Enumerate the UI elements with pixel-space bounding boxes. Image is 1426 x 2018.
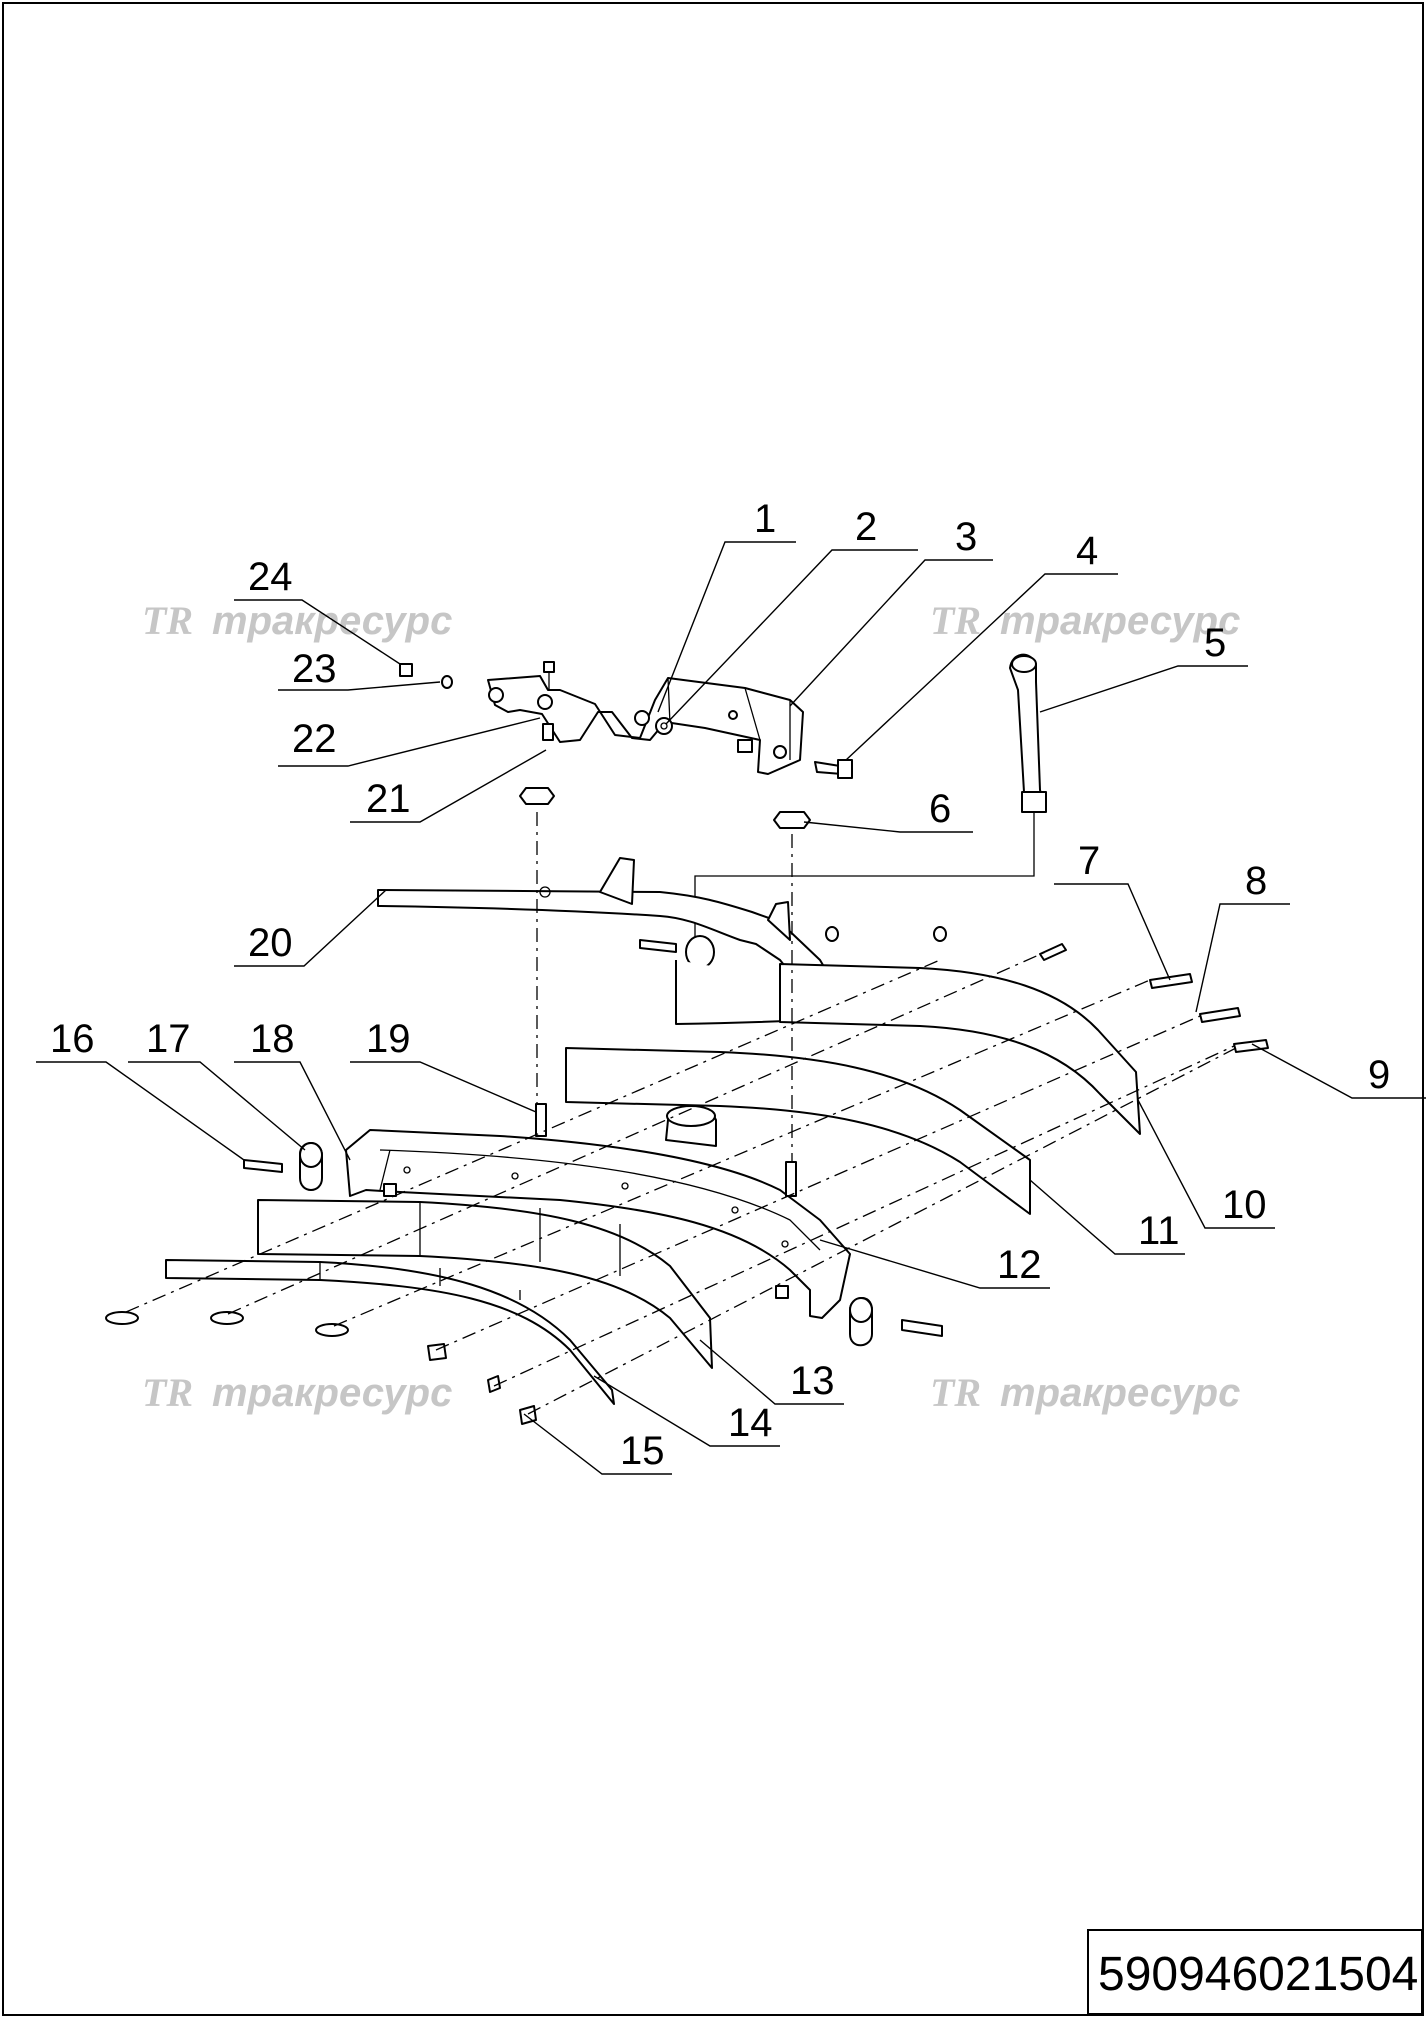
part-12-lower-frame (345, 1105, 851, 1319)
callout-13: 13 (790, 1359, 835, 1403)
document-number-box: 590946021504 (1087, 1929, 1423, 2015)
part-13-strip (257, 1199, 713, 1369)
callout-14: 14 (728, 1401, 773, 1445)
callout-21: 21 (366, 777, 411, 821)
callout-1: 1 (754, 497, 776, 541)
watermark-top-left: TR тракресурс (142, 598, 452, 643)
parts-7-8-9-pins (639, 939, 1269, 1053)
part-5-handle (694, 653, 1047, 1000)
part-17-roller-right (383, 1183, 943, 1347)
callout-17: 17 (146, 1017, 191, 1061)
callout-5: 5 (1204, 621, 1226, 665)
callout-9: 9 (1368, 1053, 1390, 1097)
document-number: 590946021504 (1098, 1948, 1418, 2001)
callout-15: 15 (620, 1429, 665, 1473)
callout-16: 16 (50, 1017, 95, 1061)
watermark-bottom-right: TR тракресурс (930, 1370, 1240, 1415)
callout-23: 23 (292, 647, 337, 691)
watermark-logo: TR (142, 1370, 193, 1415)
watermark-top-right: TR тракресурс (930, 598, 1240, 643)
watermark-logo: TR (930, 1370, 981, 1415)
watermark-bottom-left: TR тракресурс (142, 1370, 452, 1415)
part-11-strip (565, 1047, 1031, 1215)
part-6-nut (773, 811, 811, 829)
callout-2: 2 (855, 505, 877, 549)
callout-4: 4 (1076, 529, 1098, 573)
callout-7: 7 (1078, 839, 1100, 883)
callout-20: 20 (248, 921, 293, 965)
part-16-bolt (243, 1159, 283, 1173)
part-19-studs (535, 1103, 797, 1197)
parts-21-23-24-hardware (399, 661, 555, 741)
callout-labels: 1 2 3 4 5 6 7 8 9 10 11 12 13 14 15 16 1… (50, 497, 1390, 1473)
callout-3: 3 (955, 515, 977, 559)
watermark-logo: TR (930, 598, 981, 643)
upper-bracket (487, 675, 804, 775)
watermark-logo: TR (142, 598, 193, 643)
watermark-text: тракресурс (1000, 599, 1240, 643)
part-10-strip (779, 963, 1141, 1135)
callout-8: 8 (1245, 859, 1267, 903)
eye-bolts (825, 926, 947, 942)
assembly-axis-lines (125, 812, 1237, 1415)
callout-19: 19 (366, 1017, 411, 1061)
callout-11: 11 (1138, 1209, 1180, 1253)
callout-12: 12 (997, 1243, 1042, 1287)
callout-10: 10 (1222, 1183, 1267, 1227)
callout-24: 24 (248, 555, 293, 599)
top-nut (519, 787, 555, 805)
part-17-roller-left (299, 1142, 323, 1191)
watermark-text: тракресурс (1000, 1371, 1240, 1415)
callout-22: 22 (292, 717, 337, 761)
watermark-text: тракресурс (212, 1371, 452, 1415)
callout-6: 6 (929, 787, 951, 831)
part-14-strip (165, 1259, 615, 1405)
part-4-bolt (737, 739, 853, 779)
watermark-text: тракресурс (212, 599, 452, 643)
leader-lines (36, 541, 1426, 1475)
callout-18: 18 (250, 1017, 295, 1061)
